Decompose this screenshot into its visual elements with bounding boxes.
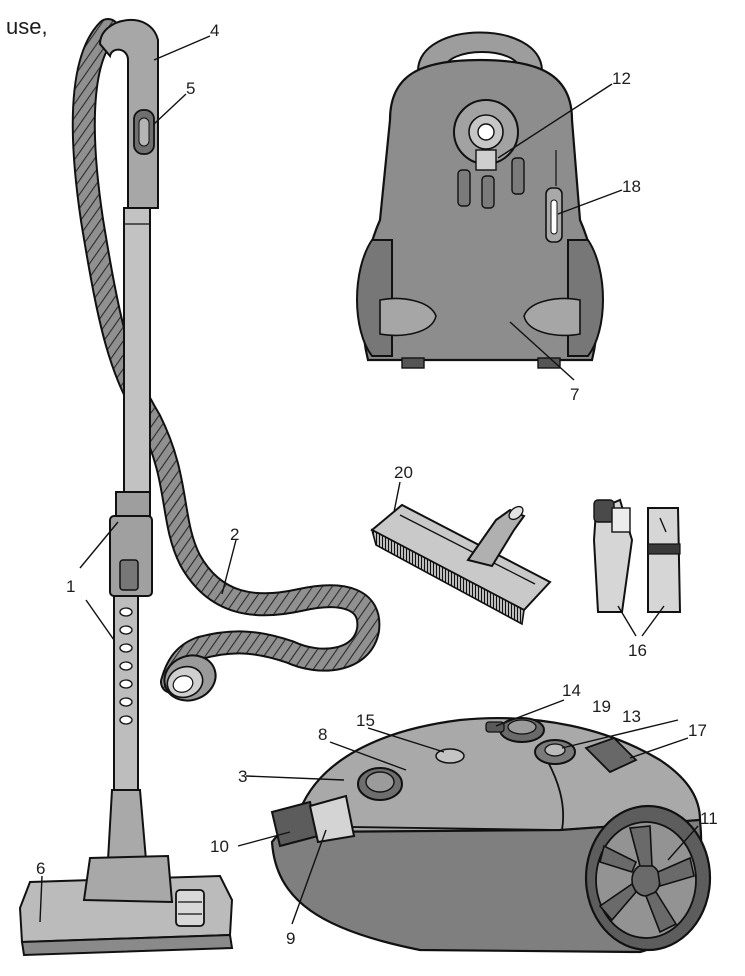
label-5: 5 — [186, 79, 195, 98]
label-19: 19 — [592, 697, 611, 716]
upper-tube — [123, 207, 151, 509]
label-13: 13 — [622, 707, 641, 726]
handle — [98, 18, 159, 209]
label-10: 10 — [210, 837, 229, 856]
label-7: 7 — [570, 385, 579, 404]
label-17: 17 — [688, 721, 707, 740]
tube-assembly — [18, 18, 381, 957]
hose-cuff — [163, 654, 217, 702]
label-2: 2 — [230, 525, 239, 544]
label-8: 8 — [318, 725, 327, 744]
label-14: 14 — [562, 681, 581, 700]
label-12: 12 — [612, 69, 631, 88]
label-20: 20 — [394, 463, 413, 482]
labels: 1 2 3 4 5 6 7 8 9 10 11 12 13 14 15 16 1… — [36, 21, 718, 948]
label-16: 16 — [628, 641, 647, 660]
rear-view — [356, 31, 604, 369]
intro-text: use, — [6, 14, 48, 39]
label-18: 18 — [622, 177, 641, 196]
label-4: 4 — [210, 21, 219, 40]
wheel — [584, 804, 712, 952]
small-nozzles — [592, 498, 682, 613]
combi-nozzle — [370, 503, 552, 626]
label-1: 1 — [66, 577, 75, 596]
label-3: 3 — [238, 767, 247, 786]
lower-tube — [113, 595, 139, 792]
floor-nozzle — [18, 854, 234, 957]
label-15: 15 — [356, 711, 375, 730]
leader-lines — [39, 35, 699, 925]
label-6: 6 — [36, 859, 45, 878]
label-11: 11 — [700, 809, 718, 828]
vacuum-body — [270, 717, 712, 954]
label-9: 9 — [286, 929, 295, 948]
